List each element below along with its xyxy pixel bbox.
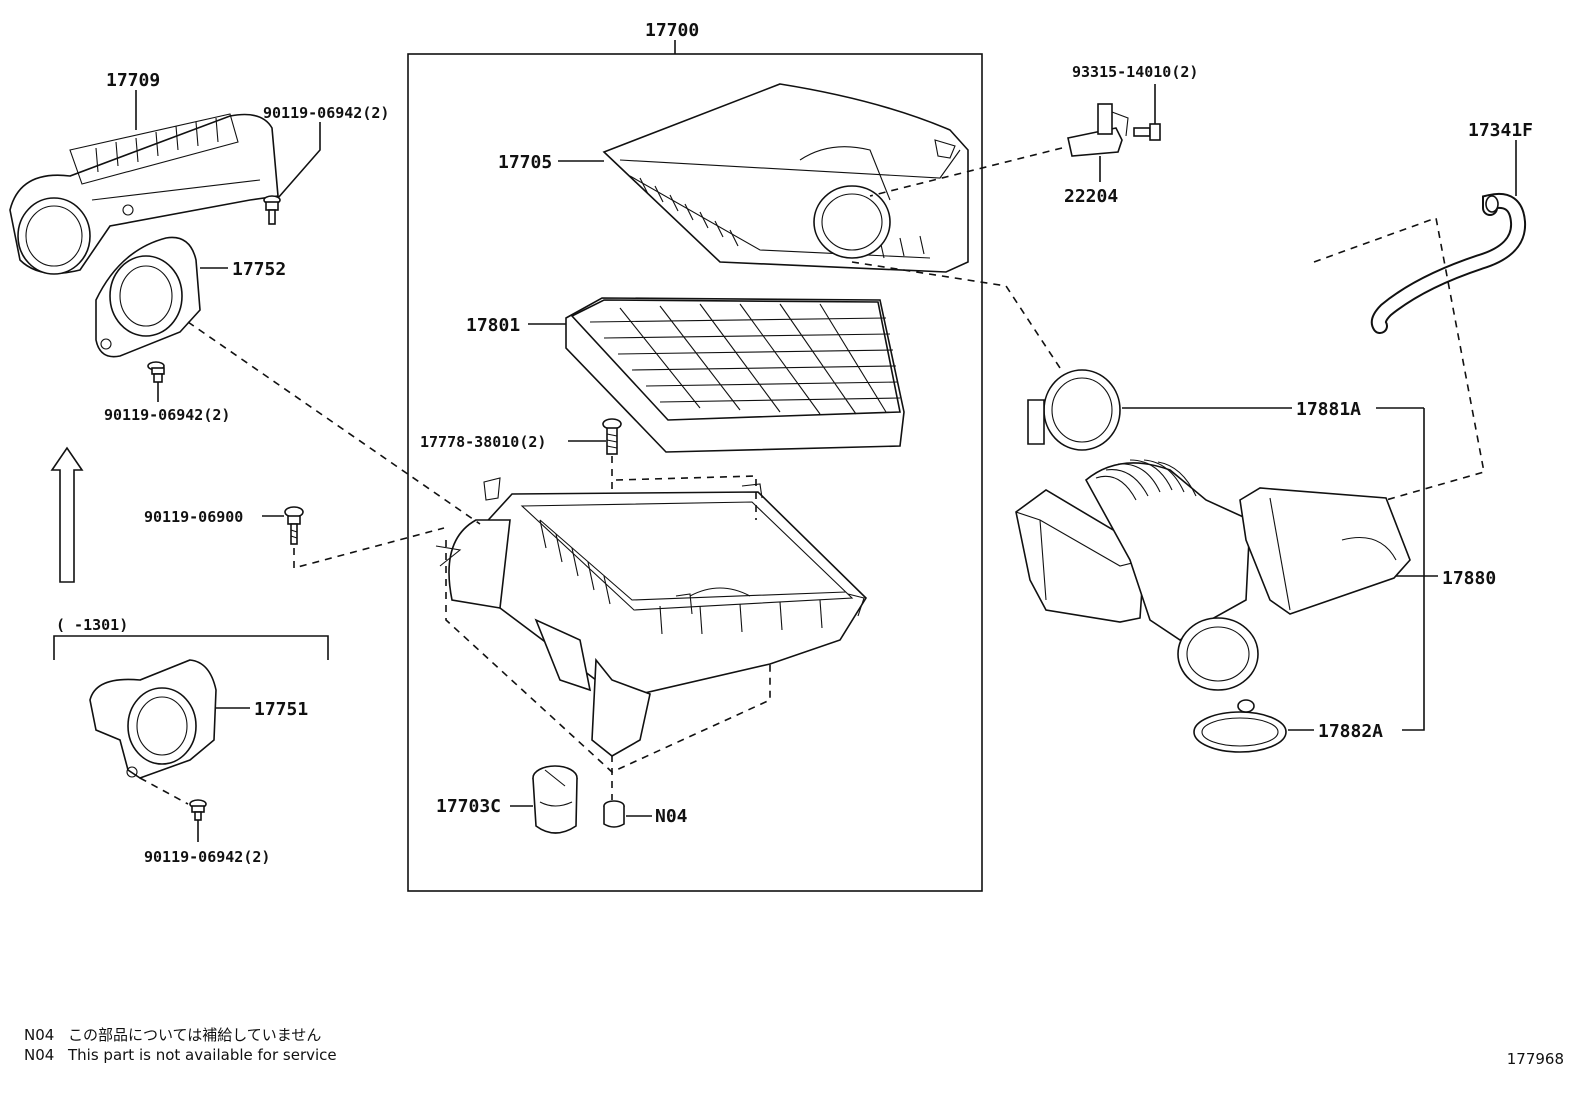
label-90119-06900[interactable]: 90119-06900 [144, 508, 243, 526]
label-17751[interactable]: 17751 [254, 699, 308, 720]
screw-93315-14010: 93315-14010(2) [1072, 63, 1198, 141]
footnote-en: N04 This part is not available for servic… [24, 1046, 337, 1064]
label-17881A[interactable]: 17881A [1296, 399, 1361, 420]
inlet-hose-17880: 17880 [1015, 459, 1496, 691]
air-cleaner-case [435, 475, 868, 773]
label-17341F[interactable]: 17341F [1468, 120, 1533, 141]
leader-17752-to-case [187, 321, 481, 525]
label-N04[interactable]: N04 [655, 806, 688, 827]
airflow-sensor-22204: 22204 [869, 103, 1129, 207]
figure-id: 177968 [1506, 1050, 1564, 1068]
label-17801[interactable]: 17801 [466, 315, 520, 336]
label-17709[interactable]: 17709 [106, 70, 160, 91]
label-17705[interactable]: 17705 [498, 152, 552, 173]
bolt-90119-06942-bottom: 90119-06942(2) [144, 799, 270, 866]
label-17703C[interactable]: 17703C [436, 796, 501, 817]
clamp-17881A: 17881A [851, 261, 1424, 451]
bolt-90119-06942-top: 90119-06942(2) [263, 104, 389, 225]
bolt-90119-06900: 90119-06900 [144, 506, 445, 570]
label-90119-06942-bottom[interactable]: 90119-06942(2) [144, 848, 270, 866]
label-17882A[interactable]: 17882A [1318, 721, 1383, 742]
bolt-90119-06942-mid: 90119-06942(2) [104, 361, 230, 424]
grommet-N04: N04 [603, 800, 688, 828]
range-bracket: ( -1301) [53, 616, 329, 660]
inlet-duct-17709: 17709 [9, 70, 279, 275]
air-cleaner-cap-17705: 17705 [498, 83, 969, 273]
note-text: この部品については補給していません [68, 1026, 322, 1044]
label-93315-14010[interactable]: 93315-14010(2) [1072, 63, 1198, 81]
label-17700[interactable]: 17700 [645, 20, 699, 41]
drain-valve-17703C: 17703C [436, 765, 578, 834]
note-code: N04 [24, 1026, 55, 1044]
adapter-17751: 17751 [89, 659, 308, 805]
label-range[interactable]: ( -1301) [56, 616, 128, 634]
note-code: N04 [24, 1046, 55, 1064]
assembly-17700: 17700 [407, 20, 983, 892]
label-22204[interactable]: 22204 [1064, 186, 1118, 207]
label-90119-06942-mid[interactable]: 90119-06942(2) [104, 406, 230, 424]
adapter-17752: 17752 [95, 236, 286, 358]
label-90119-06942-top[interactable]: 90119-06942(2) [263, 104, 389, 122]
label-17778-38010[interactable]: 17778-38010(2) [420, 433, 546, 451]
filter-element-17801: 17801 [466, 297, 905, 453]
label-17880[interactable]: 17880 [1442, 568, 1496, 589]
hose-17341F: 17341F [1313, 120, 1533, 501]
label-17752[interactable]: 17752 [232, 259, 286, 280]
note-text: This part is not available for service [68, 1046, 337, 1064]
clamp-17882A: 17882A [1193, 408, 1425, 753]
front-arrow-icon [50, 446, 84, 583]
screw-17778-38010: 17778-38010(2) [420, 418, 622, 800]
footnote-jp: N04 この部品については補給していません [24, 1024, 321, 1045]
